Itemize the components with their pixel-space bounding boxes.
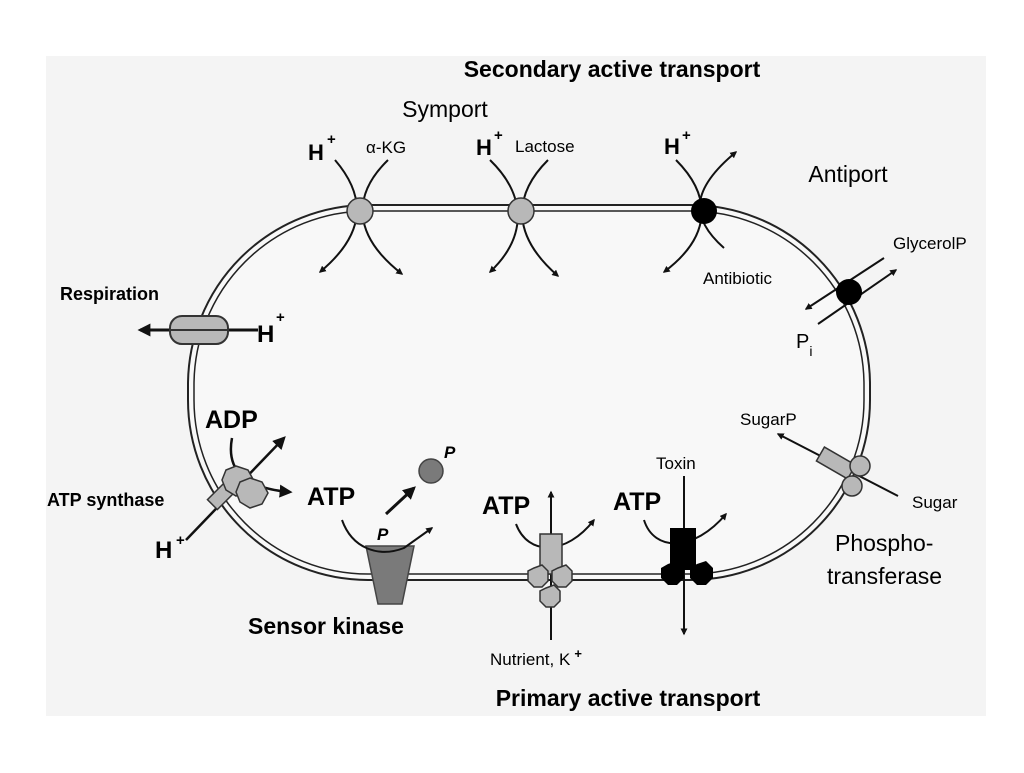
symport-h-ion-2: H [476, 135, 492, 160]
toxin-exporter-complex [661, 528, 713, 585]
abc-transporter-complex [527, 533, 573, 608]
respiration-group: Respiration H + [60, 284, 285, 348]
heading-primary-active-transport: Primary active transport [496, 685, 761, 711]
antiport-glycerolp-label: GlycerolP [893, 234, 967, 253]
atp-synthase-h-ion: H [155, 537, 172, 564]
symport-group: Symport H + α-KG H + Lactose [308, 96, 575, 277]
sensor-kinase-p-outer: P [444, 443, 456, 462]
antiport-h-sup: + [682, 127, 691, 144]
symport-h-sup-2: + [494, 127, 503, 144]
antiport-transporter-1 [691, 198, 717, 224]
phosphotransferase-sugar: Sugar [912, 493, 958, 512]
phosphotransferase-label-line2: transferase [827, 563, 942, 589]
symport-lactose-label: Lactose [515, 137, 575, 156]
symport-h-ion-1: H [308, 140, 324, 165]
nutrient-label: Nutrient, K+ [490, 646, 582, 669]
heading-secondary-active-transport: Secondary active transport [464, 56, 761, 82]
symport-transporter-2 [507, 197, 535, 225]
symport-h-sup-1: + [327, 131, 336, 148]
sensor-kinase-protein [365, 545, 415, 605]
atp-synthase-h-sup: + [176, 532, 185, 549]
phosphotransferase-sugarp: SugarP [740, 410, 797, 429]
toxin-label: Toxin [656, 454, 696, 473]
atp-synthase-atp: ATP [307, 483, 355, 511]
cell-membrane [187, 204, 871, 581]
antiport-title: Antiport [808, 161, 888, 187]
respiration-label: Respiration [60, 284, 159, 304]
phosphotransferase-label-line1: Phospho- [835, 530, 933, 556]
symport-title: Symport [402, 96, 488, 122]
respiration-h-ion: H [257, 321, 274, 348]
sensor-kinase-p-inner: P [377, 525, 389, 544]
phosphotransferase-group: SugarP Sugar Phospho- transferase [740, 410, 958, 589]
primary-atp-1: ATP [482, 492, 530, 520]
atp-synthase-group: ADP ATP synthase ATP H + [47, 406, 355, 564]
sensor-kinase-curve [341, 519, 434, 553]
antiport-group: Antiport H + Antibiotic GlycerolP Pi [662, 127, 967, 359]
sensor-kinase-label: Sensor kinase [248, 613, 404, 639]
sensor-kinase-p-arrow [384, 486, 416, 516]
respiration-h-sup: + [276, 309, 285, 326]
antiport-transporter-2 [836, 279, 862, 305]
atp-synthase-adp: ADP [205, 406, 258, 434]
abc-transporter-group: ATP Nutrient, K+ [482, 490, 595, 669]
antiport-antibiotic-label: Antibiotic [703, 269, 772, 288]
atp-synthase-label: ATP synthase [47, 490, 164, 510]
symport-transporter-1 [346, 197, 374, 225]
sensor-kinase-phosphate [418, 458, 444, 484]
antiport-pi-label: Pi [796, 331, 812, 359]
phosphotransferase-complex [815, 446, 871, 497]
atp-synthase-complex [206, 465, 269, 511]
antiport-h-ion: H [664, 134, 680, 159]
symport-akg-label: α-KG [366, 138, 406, 157]
sensor-kinase-group: Sensor kinase P P [248, 443, 456, 639]
primary-atp-2: ATP [613, 488, 661, 516]
toxin-exporter-group: ATP Toxin [613, 454, 727, 636]
